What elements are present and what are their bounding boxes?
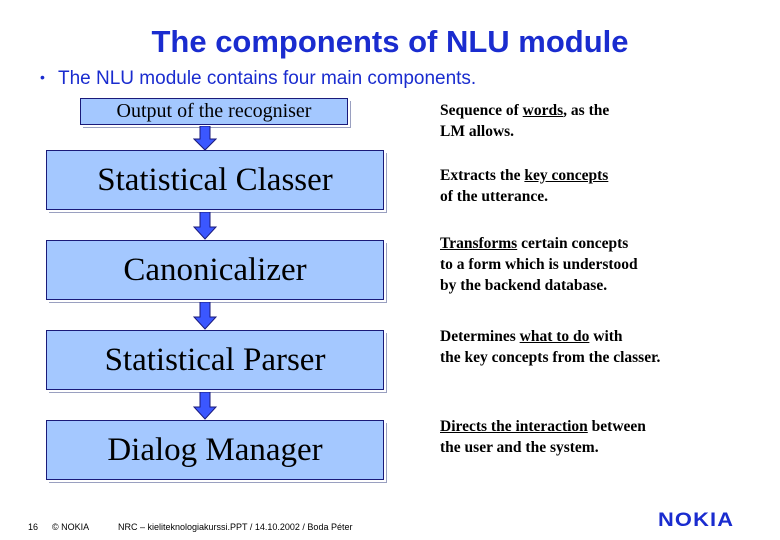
description-statistical-classer: Extracts the key concepts of the utteran… (440, 167, 609, 205)
statistical-parser-box: Statistical Parser (46, 330, 384, 390)
down-arrow-icon (193, 392, 217, 420)
copyright: © NOKIA (52, 522, 90, 532)
description-statistical-parser: Determines what to do with the key conce… (440, 328, 661, 366)
down-arrow-icon (193, 126, 217, 151)
description-recogniser-output: Sequence of words, as the LM allows. (440, 102, 610, 140)
canonicalizer-box: Canonicalizer (46, 240, 384, 300)
slide-title: The components of NLU module (151, 24, 629, 59)
recogniser-output-box: Output of the recogniser (80, 98, 348, 125)
down-arrow-icon (193, 302, 217, 330)
page-number: 16 (28, 522, 39, 532)
description-dialog-manager: Directs the interaction between the user… (440, 418, 646, 456)
footer-source: NRC – kieliteknologiakurssi.PPT / 14.10.… (118, 522, 353, 532)
bullet-item: • The NLU module contains four main compo… (40, 68, 476, 90)
bullet-marker: • (40, 69, 45, 85)
statistical-classer-box: Statistical Classer (46, 150, 384, 210)
dialog-manager-box: Dialog Manager (46, 420, 384, 480)
bullet-text: The NLU module contains four main compon… (58, 68, 477, 89)
nokia-logo: NOKIA (658, 510, 735, 531)
down-arrow-icon (193, 212, 217, 240)
description-canonicalizer: Transforms certain concepts to a form wh… (440, 235, 638, 294)
